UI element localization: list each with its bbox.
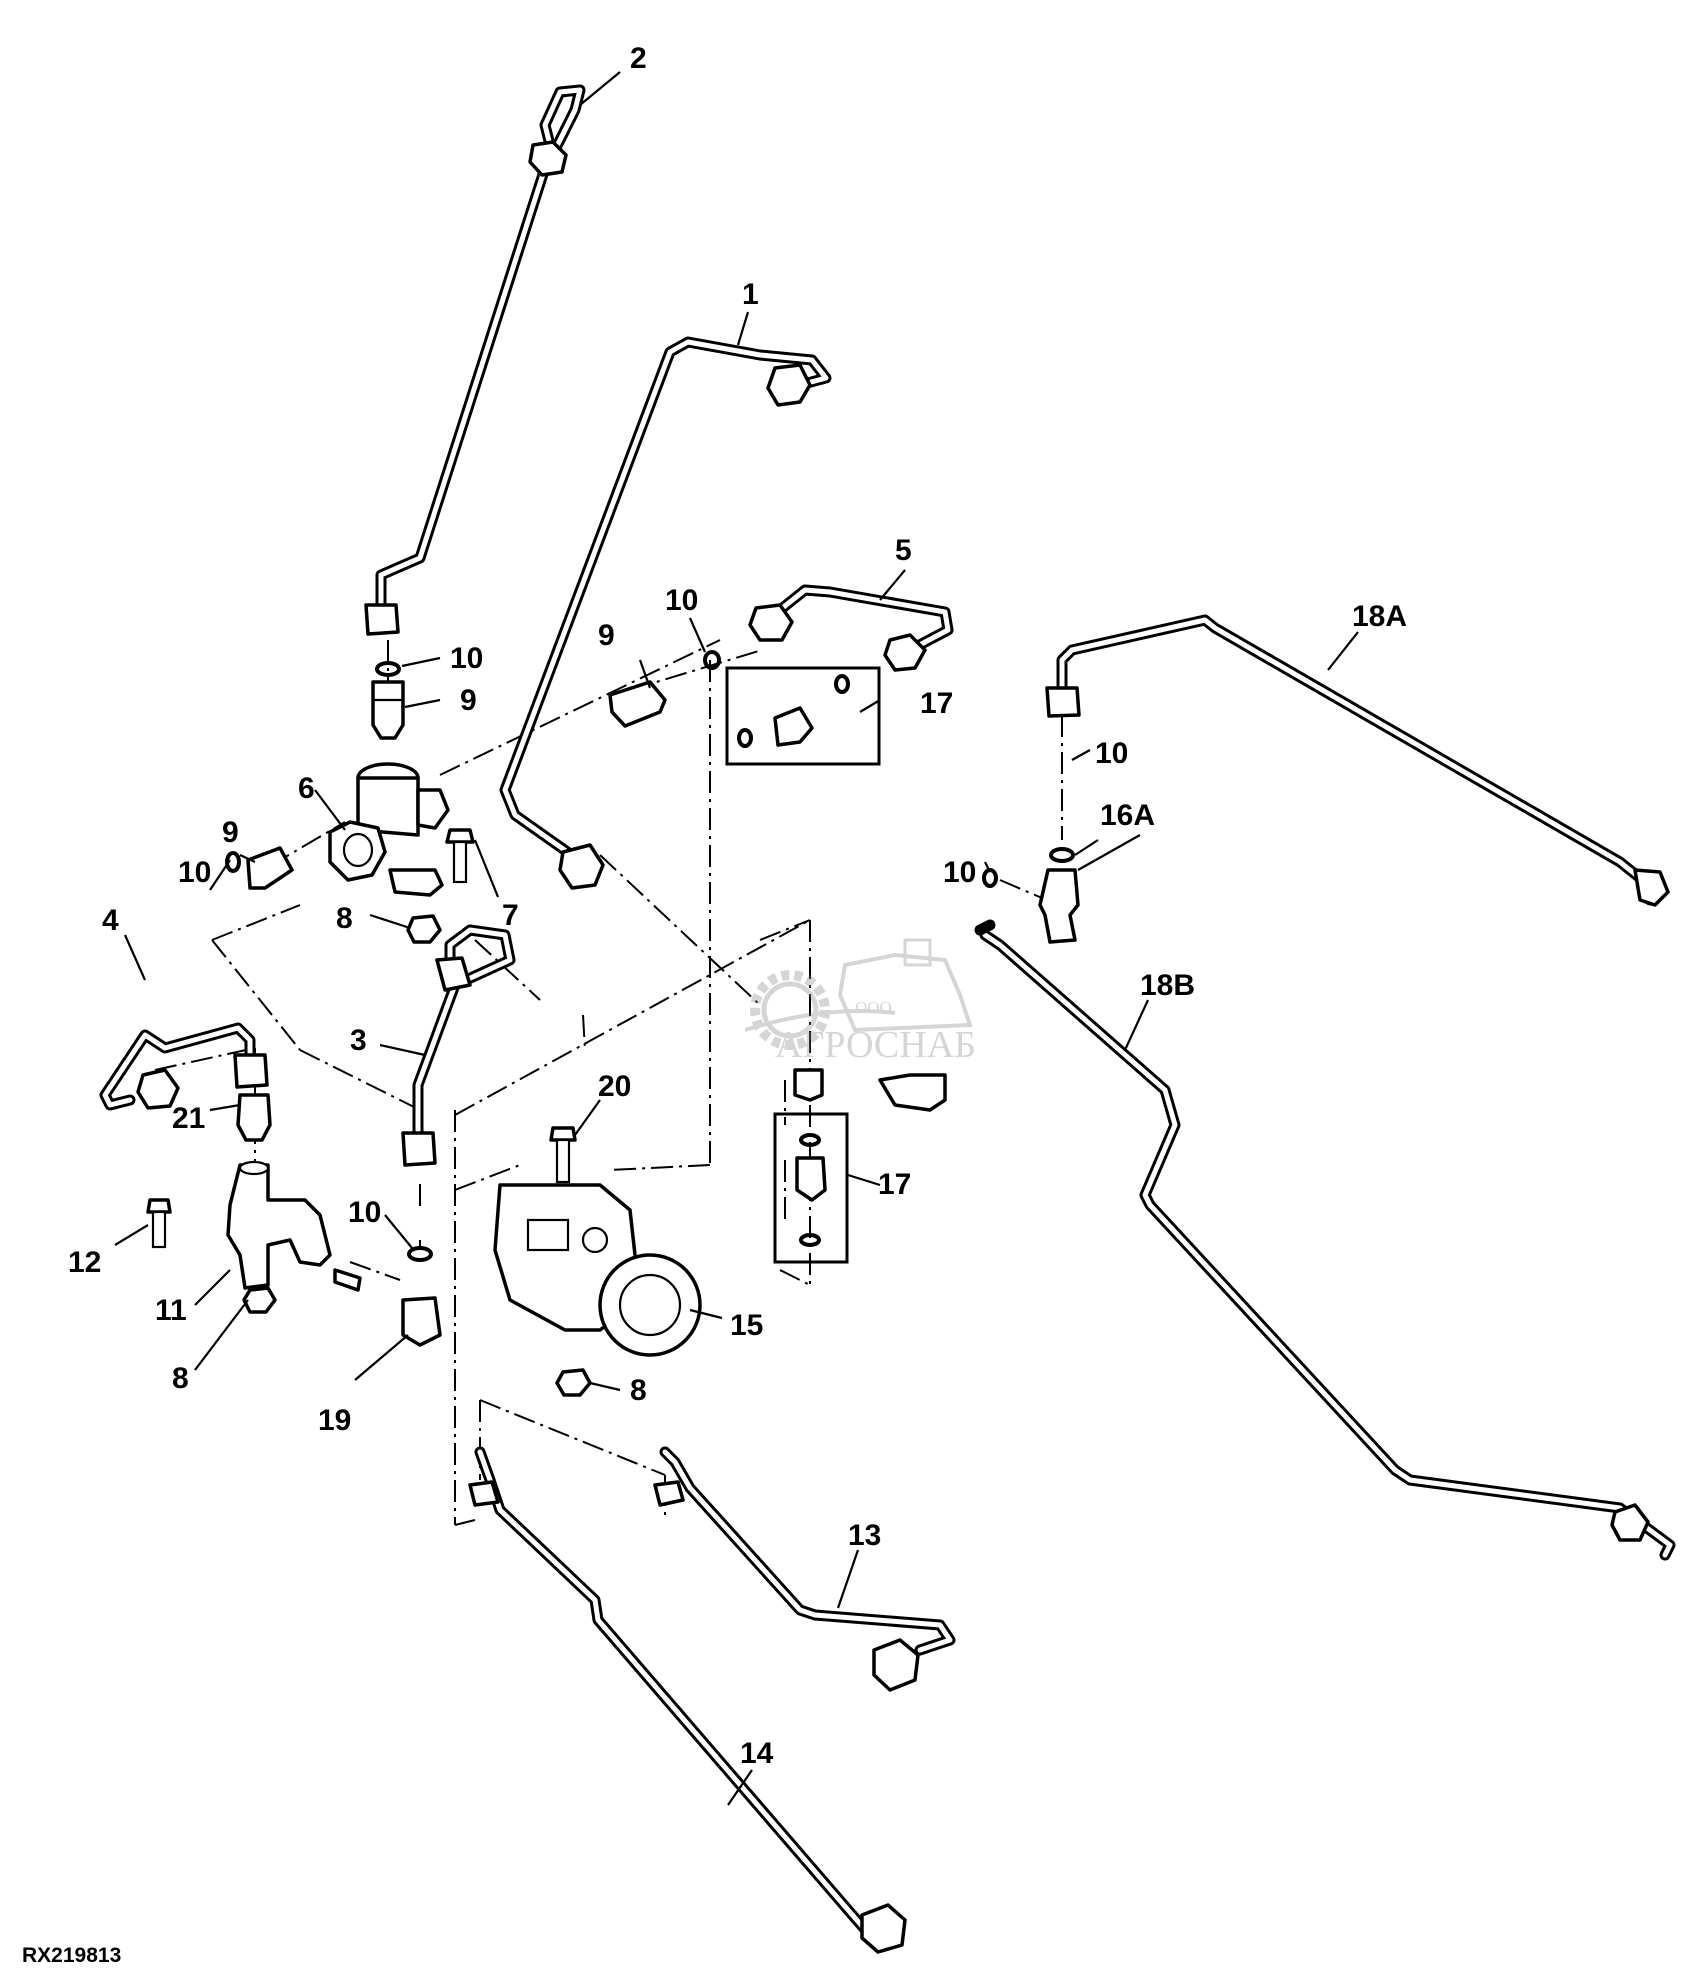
fuel-line-18b bbox=[974, 919, 1676, 1561]
callout-19: 19 bbox=[318, 1404, 351, 1437]
callout-20: 20 bbox=[598, 1070, 631, 1103]
fuel-line-4 bbox=[99, 1022, 269, 1111]
o-ring-10-lower bbox=[407, 1246, 433, 1262]
o-ring-10-top bbox=[375, 661, 401, 677]
callout-21: 21 bbox=[172, 1102, 205, 1135]
o-ring-10-right bbox=[1049, 847, 1075, 863]
callout-13: 13 bbox=[848, 1519, 881, 1552]
fuel-line-13 bbox=[653, 1446, 956, 1692]
callout-8-left: 8 bbox=[172, 1362, 189, 1395]
combine-harvester-icon bbox=[837, 938, 973, 1033]
watermark-small-text: ООО bbox=[855, 998, 892, 1017]
callout-9-top: 9 bbox=[460, 684, 477, 717]
o-ring-10-left bbox=[225, 851, 241, 873]
callout-8-right: 8 bbox=[630, 1374, 647, 1407]
callout-17-bottom: 17 bbox=[878, 1168, 911, 1201]
callout-labels: 2 1 5 10 9 10 9 17 6 9 10 8 7 4 3 21 10 … bbox=[68, 42, 1407, 1770]
bolt-7 bbox=[445, 828, 475, 884]
valve-body-11 bbox=[226, 1160, 362, 1292]
bolt-20 bbox=[549, 1126, 577, 1184]
gear-icon bbox=[750, 970, 830, 1050]
callout-7: 7 bbox=[502, 899, 519, 932]
fitting-9-left bbox=[246, 846, 294, 890]
alignment-lines bbox=[154, 639, 1063, 1526]
callout-8-top: 8 bbox=[336, 902, 353, 935]
tee-block-6 bbox=[328, 762, 450, 897]
callout-2: 2 bbox=[630, 42, 647, 75]
nut-8-top bbox=[406, 914, 442, 944]
fitting-9-mid bbox=[608, 680, 667, 728]
o-ring-10-right-side bbox=[982, 868, 998, 888]
o-ring-10-mid bbox=[703, 650, 721, 670]
fuel-line-1 bbox=[499, 336, 832, 890]
callout-4: 4 bbox=[102, 904, 119, 937]
callout-9-mid: 9 bbox=[598, 619, 615, 652]
fuel-line-2 bbox=[364, 84, 586, 636]
fuel-line-14 bbox=[468, 1446, 907, 1954]
fuel-line-5 bbox=[748, 584, 954, 672]
callout-18b: 18B bbox=[1140, 969, 1195, 1002]
fitting-9-top bbox=[371, 680, 405, 740]
callout-3: 3 bbox=[350, 1024, 367, 1057]
callout-10-lower: 10 bbox=[348, 1196, 381, 1229]
fitting-21 bbox=[236, 1093, 272, 1142]
kit-17-top bbox=[725, 666, 881, 766]
callout-11: 11 bbox=[155, 1294, 187, 1327]
fuel-line-18a bbox=[1045, 614, 1670, 907]
fuel-pump-15 bbox=[493, 1183, 702, 1357]
fitting-16a bbox=[1038, 868, 1080, 944]
kit-17-bottom bbox=[773, 1112, 849, 1264]
callout-14: 14 bbox=[740, 1737, 774, 1770]
callout-5: 5 bbox=[895, 534, 912, 567]
watermark-brand-text: АГРОСНАБ bbox=[775, 1024, 976, 1066]
callout-1: 1 bbox=[742, 278, 759, 311]
callout-12: 12 bbox=[68, 1246, 101, 1279]
callout-16a: 16A bbox=[1100, 799, 1155, 832]
watermark-logo: ООО АГРОСНАБ bbox=[745, 938, 976, 1066]
fuel-line-3 bbox=[401, 924, 516, 1167]
callout-10-top: 10 bbox=[450, 642, 483, 675]
figure-id: RX219813 bbox=[22, 1944, 122, 1967]
callout-10-mid: 10 bbox=[665, 584, 698, 617]
callout-18a: 18A bbox=[1352, 600, 1407, 633]
leader-lines bbox=[114, 71, 1359, 1806]
bolt-12 bbox=[146, 1198, 172, 1249]
callout-15: 15 bbox=[730, 1309, 763, 1342]
callout-10-left: 10 bbox=[178, 856, 211, 889]
callout-17-top: 17 bbox=[920, 687, 953, 720]
cap-19 bbox=[401, 1296, 442, 1347]
nut-8-right bbox=[555, 1368, 592, 1397]
callout-9-left: 9 bbox=[222, 816, 239, 849]
callout-6: 6 bbox=[298, 772, 315, 805]
callout-10-right: 10 bbox=[1095, 737, 1128, 770]
callout-10-right-side: 10 bbox=[943, 856, 976, 889]
nut-8-left bbox=[242, 1286, 277, 1314]
partial-fittings bbox=[793, 1068, 947, 1112]
